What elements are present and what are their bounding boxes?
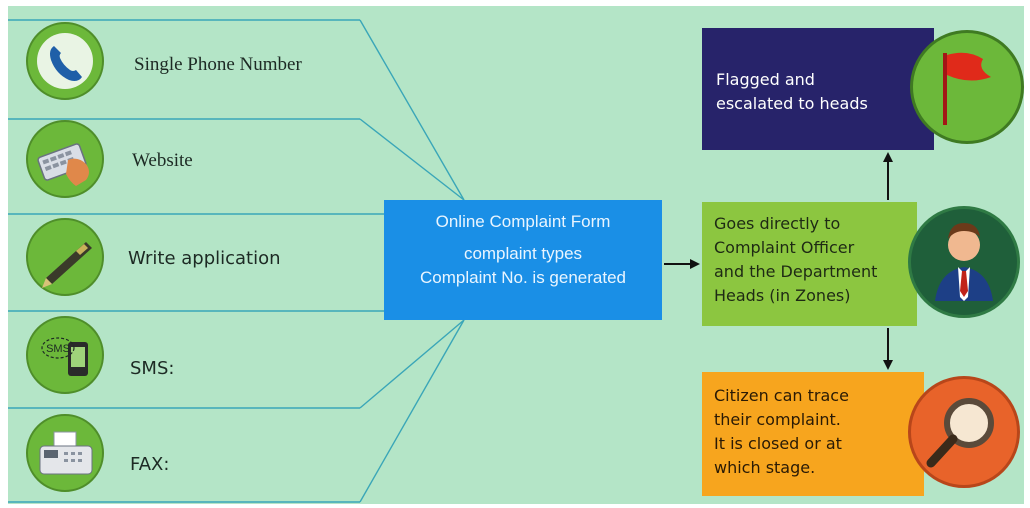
officer-line-4: Heads (in Zones): [714, 286, 851, 305]
sms-icon-text: SMS: [46, 343, 70, 355]
officer-line-2: Complaint Officer: [714, 238, 855, 257]
complaint-officer-box: Goes directly to Complaint Officer and t…: [702, 202, 917, 326]
channel-label-phone: Single Phone Number: [134, 54, 302, 75]
pen-icon: [26, 218, 104, 296]
diagram-canvas: Single Phone Number Website Write applic…: [8, 6, 1024, 504]
trace-line-4: which stage.: [714, 458, 816, 477]
officer-line-3: and the Department: [714, 262, 878, 281]
connector-lines: [8, 19, 893, 503]
channel-label-website: Website: [132, 150, 193, 171]
magnifier-icon: [908, 376, 1020, 488]
channel-separators: [8, 19, 465, 503]
phone-icon: [26, 22, 104, 100]
keyboard-hand-icon: [26, 120, 104, 198]
flow-arrows: [664, 152, 893, 370]
flagged-escalated-box: Flagged and escalated to heads: [702, 28, 934, 150]
citizen-trace-box: Citizen can trace their complaint. It is…: [702, 372, 924, 496]
flagged-line-2: escalated to heads: [716, 94, 868, 113]
center-line-1: Online Complaint Form: [435, 212, 611, 231]
officer-line-1: Goes directly to: [714, 214, 841, 233]
channel-label-fax: FAX:: [130, 454, 170, 475]
trace-line-2: their complaint.: [714, 410, 841, 429]
channel-label-sms: SMS:: [130, 358, 175, 379]
channel-label-write: Write application: [128, 248, 281, 269]
fax-machine-icon: [26, 414, 104, 492]
center-line-2: complaint types: [463, 244, 583, 263]
sms-phone-icon: SMS: [26, 316, 104, 394]
trace-line-3: It is closed or at: [714, 434, 842, 453]
center-line-3: Complaint No. is generated: [419, 268, 626, 287]
trace-line-1: Citizen can trace: [714, 386, 849, 405]
red-flag-icon: [910, 30, 1024, 144]
online-complaint-form-box: Online Complaint Form complaint types Co…: [384, 200, 662, 320]
flagged-line-1: Flagged and: [716, 70, 815, 89]
officer-avatar-icon: [908, 206, 1020, 318]
